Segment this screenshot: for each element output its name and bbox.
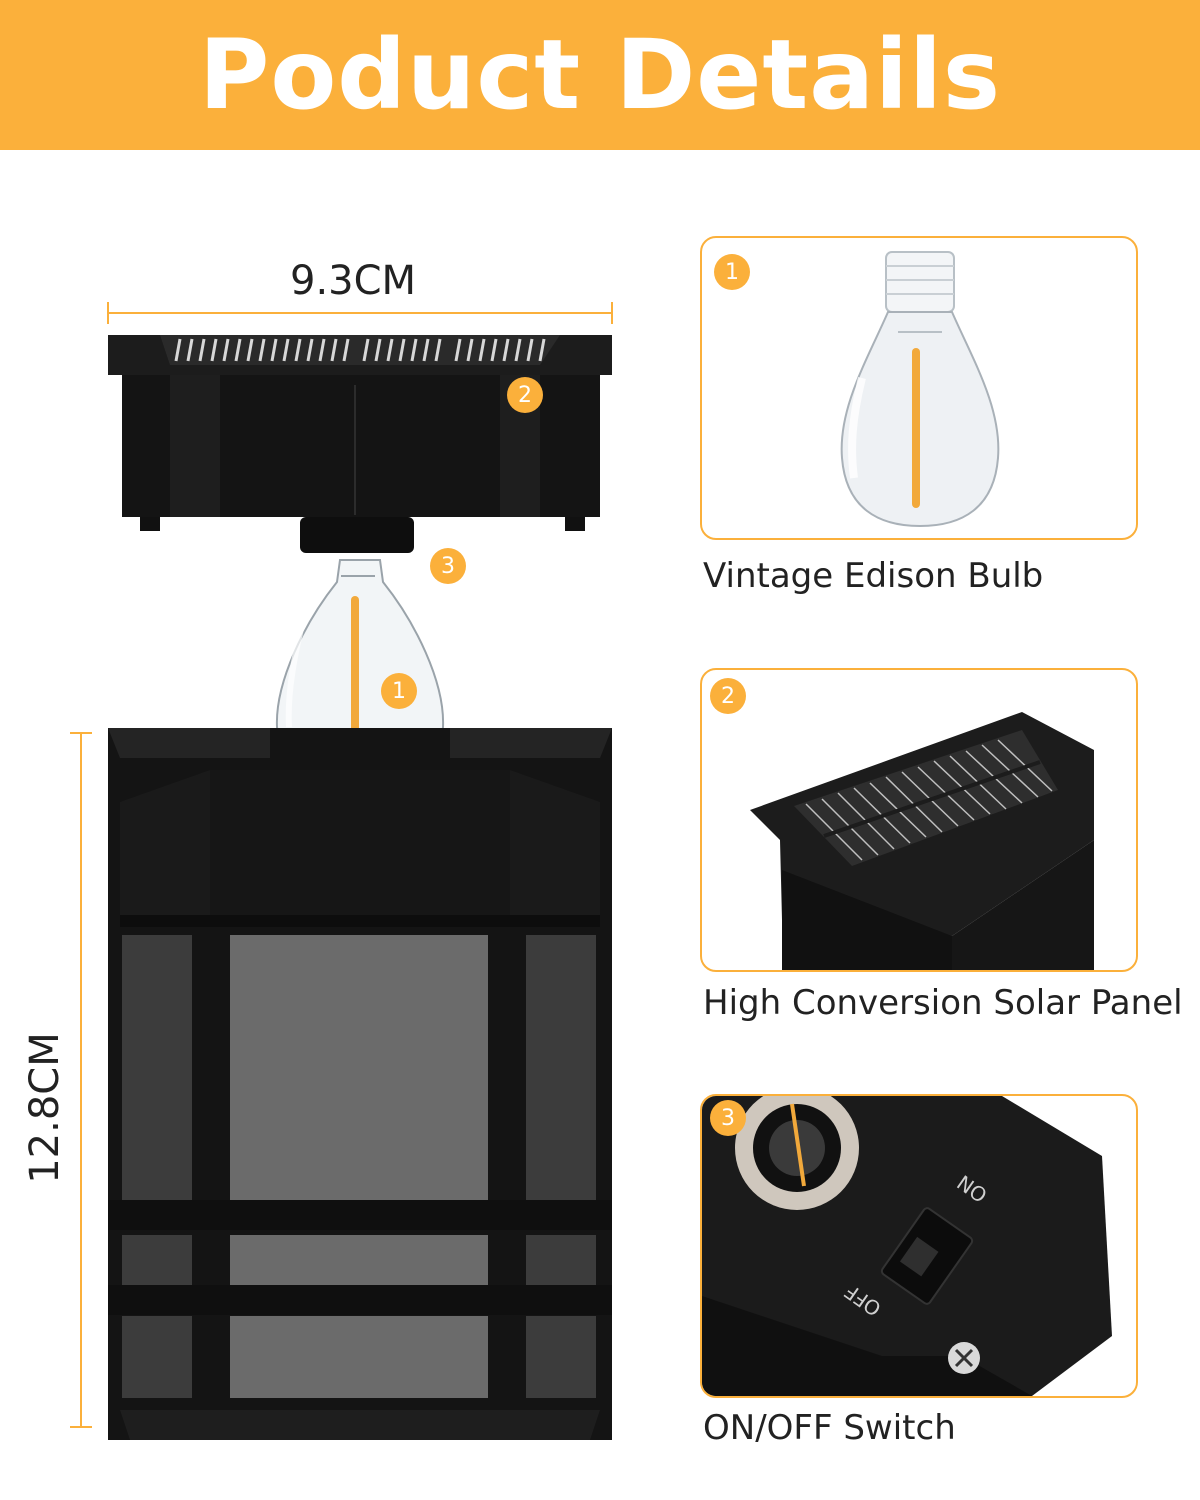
feature-card-solar: 2 [700, 668, 1138, 972]
bulb-illustration [275, 559, 445, 772]
feature-card-bulb: 1 [700, 236, 1138, 540]
solar-lid-illustration [108, 335, 612, 553]
height-dimension: 12.8CM [20, 1030, 72, 1190]
page-title: Poduct Details [198, 19, 1001, 131]
height-dimension-label: 12.8CM [22, 1032, 68, 1184]
switch-icon: ON OFF [702, 1096, 1112, 1396]
width-dimension-line [107, 302, 613, 324]
bulb-icon [840, 251, 1000, 528]
header-banner: Poduct Details [0, 0, 1200, 150]
feature-badge-3: 3 [710, 1100, 746, 1136]
feature-caption-solar: High Conversion Solar Panel [703, 983, 1183, 1023]
feature-caption-switch: ON/OFF Switch [703, 1408, 956, 1448]
height-dimension-line [70, 732, 92, 1428]
width-dimension-label: 9.3CM [290, 258, 417, 304]
feature-badge-1: 1 [714, 254, 750, 290]
feature-badge-2: 2 [710, 678, 746, 714]
feature-card-switch: ON OFF 3 [700, 1094, 1138, 1398]
callout-badge-1: 1 [381, 673, 417, 709]
lantern-body-illustration [108, 728, 612, 1440]
feature-caption-bulb: Vintage Edison Bulb [703, 556, 1044, 596]
callout-badge-2: 2 [507, 377, 543, 413]
callout-badge-3: 3 [430, 548, 466, 584]
solar-panel-icon [750, 712, 1094, 970]
